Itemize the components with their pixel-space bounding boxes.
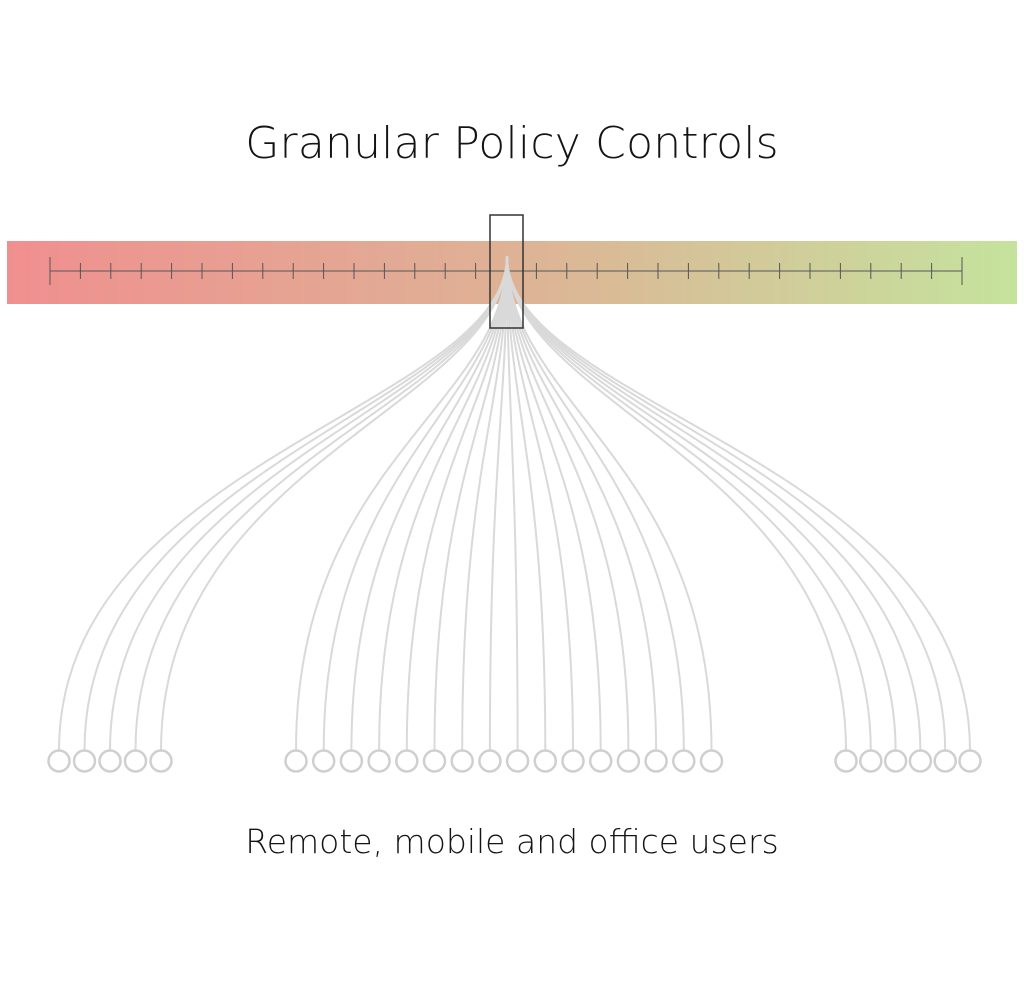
user-node-icon bbox=[450, 749, 474, 773]
user-node-icon bbox=[834, 749, 858, 773]
diagram-title: Granular Policy Controls bbox=[245, 118, 779, 169]
connector-line bbox=[506, 255, 630, 751]
user-node-icon bbox=[933, 749, 957, 773]
user-nodes bbox=[47, 749, 982, 773]
user-node-icon bbox=[98, 749, 122, 773]
user-node-icon bbox=[561, 749, 585, 773]
connector-line bbox=[350, 255, 508, 751]
user-node-icon bbox=[958, 749, 982, 773]
connector-line bbox=[160, 255, 508, 751]
user-node-icon bbox=[672, 749, 696, 773]
connector-line bbox=[506, 255, 922, 751]
user-node-icon bbox=[644, 749, 668, 773]
policy-selector[interactable] bbox=[489, 214, 524, 329]
users-caption: Remote, mobile and office users bbox=[245, 822, 779, 861]
connector-line bbox=[506, 255, 897, 751]
user-node-icon bbox=[311, 749, 336, 773]
connector-line bbox=[506, 255, 971, 751]
connector-line bbox=[58, 255, 508, 751]
user-node-icon bbox=[859, 749, 883, 773]
connector-lines bbox=[58, 255, 971, 751]
user-node-icon bbox=[284, 749, 308, 773]
connector-line bbox=[134, 255, 508, 751]
connector-line bbox=[83, 255, 508, 751]
connector-line bbox=[506, 255, 658, 751]
user-node-icon bbox=[123, 749, 148, 773]
user-node-icon bbox=[533, 749, 558, 773]
connector-line bbox=[405, 255, 508, 751]
connector-line bbox=[506, 255, 519, 751]
connector-line bbox=[506, 255, 685, 751]
user-node-icon bbox=[616, 749, 641, 773]
user-node-icon bbox=[367, 749, 391, 773]
connector-line bbox=[322, 255, 508, 751]
connector-line bbox=[295, 255, 508, 751]
user-node-icon bbox=[72, 749, 97, 773]
connector-line bbox=[506, 255, 602, 751]
user-node-icon bbox=[47, 749, 71, 773]
connector-line bbox=[506, 255, 574, 751]
connector-line bbox=[378, 255, 508, 751]
user-node-icon bbox=[699, 749, 724, 773]
user-node-icon bbox=[883, 749, 908, 773]
user-node-icon bbox=[478, 749, 502, 773]
connector-line bbox=[433, 255, 508, 751]
user-node-icon bbox=[149, 749, 173, 773]
user-node-icon bbox=[422, 749, 447, 773]
connector-line bbox=[488, 255, 508, 751]
connector-line bbox=[506, 255, 872, 751]
connector-line bbox=[506, 255, 947, 751]
user-node-icon bbox=[339, 749, 364, 773]
connector-line bbox=[506, 255, 713, 751]
connector-line bbox=[506, 255, 547, 751]
user-node-icon bbox=[908, 749, 933, 773]
user-node-icon bbox=[505, 749, 530, 773]
connector-line bbox=[506, 255, 847, 751]
user-node-icon bbox=[395, 749, 419, 773]
connector-line bbox=[461, 255, 508, 751]
user-node-icon bbox=[588, 749, 613, 773]
connector-line bbox=[109, 255, 508, 751]
